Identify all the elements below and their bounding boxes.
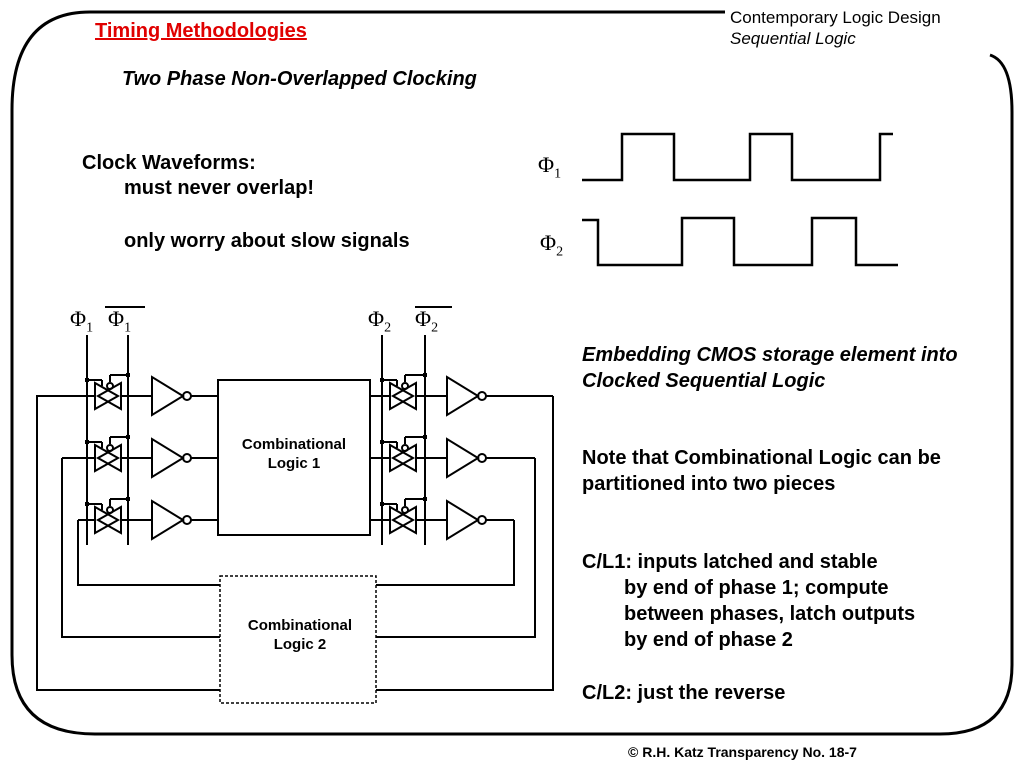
clock-waveforms-heading: Clock Waveforms: bbox=[82, 152, 256, 174]
slide-title: Timing Methodologies bbox=[95, 20, 307, 42]
footer-credit: © R.H. Katz Transparency No. 18-7 bbox=[628, 744, 857, 760]
left-latch-row-2 bbox=[62, 436, 218, 479]
slide-subtitle: Two Phase Non-Overlapped Clocking bbox=[122, 68, 477, 90]
left-phi1-label: Φ1 bbox=[70, 306, 94, 336]
must-never-overlap: must never overlap! bbox=[124, 177, 315, 199]
slow-signals-note: only worry about slow signals bbox=[124, 230, 410, 252]
cl2-box bbox=[219, 575, 377, 704]
phi2-waveform-label: Φ2 bbox=[540, 230, 564, 260]
left-latch-row-3 bbox=[78, 498, 218, 541]
phi2-waveform bbox=[582, 216, 898, 267]
right-phi2-bar-label: Φ2 bbox=[415, 306, 439, 336]
right-latch-row-3 bbox=[382, 498, 514, 541]
phi1-waveform bbox=[582, 132, 893, 182]
right-latch-row-2 bbox=[382, 436, 535, 479]
right-latch-row-1 bbox=[382, 374, 553, 417]
left-phi1-bar-label: Φ1 bbox=[108, 306, 132, 336]
course-title: Contemporary Logic Design bbox=[730, 8, 941, 27]
cl2-note: C/L2: just the reverse bbox=[582, 682, 786, 704]
right-phi2-label: Φ2 bbox=[368, 306, 392, 336]
phi1-waveform-label: Φ1 bbox=[538, 152, 562, 182]
clock-waveforms bbox=[582, 132, 898, 267]
cl1-note: C/L1: inputs latched and stable by end o… bbox=[582, 551, 916, 651]
embedding-note: Embedding CMOS storage element into Cloc… bbox=[582, 344, 958, 392]
partition-note: Note that Combinational Logic can be par… bbox=[582, 447, 941, 495]
chapter-title: Sequential Logic bbox=[730, 29, 856, 48]
left-latch-row-1 bbox=[78, 374, 218, 417]
